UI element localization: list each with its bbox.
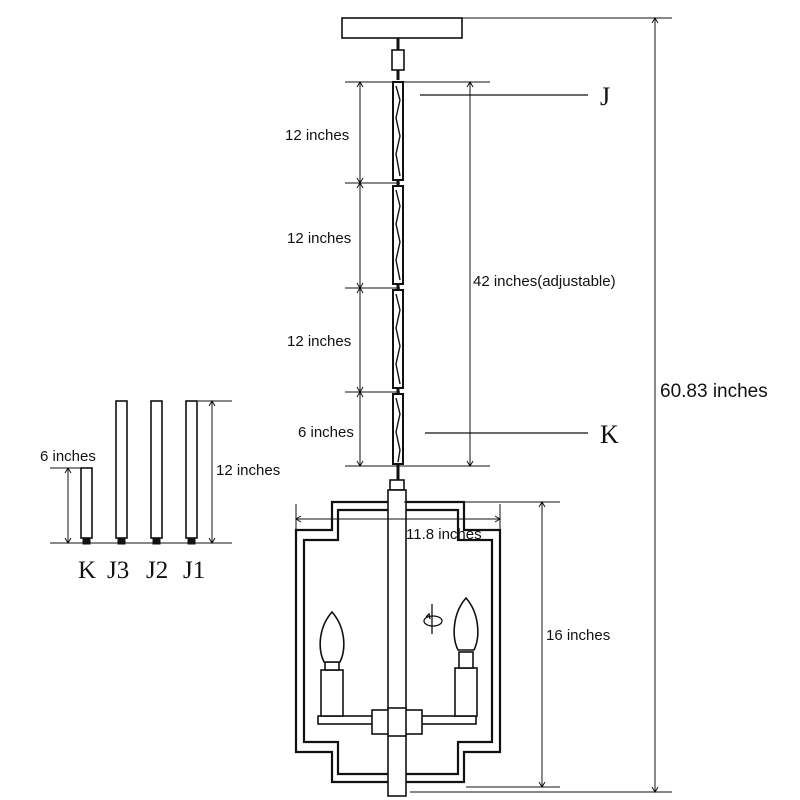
width-label: 11.8 inches (406, 526, 482, 543)
segment-3-label: 12 inches (287, 333, 351, 350)
rod-label-j2: J2 (146, 557, 168, 584)
rod-k (80, 467, 93, 545)
rod-short-dimension (64, 467, 72, 544)
overall-height-dimension (410, 17, 672, 793)
rod-label-j3: J3 (107, 557, 129, 584)
callout-k-letter: K (600, 420, 619, 449)
rod-label-j1: J1 (183, 557, 205, 584)
rotate-icon (423, 604, 443, 634)
width-dimension (295, 504, 501, 532)
ceiling-canopy (341, 17, 463, 39)
rod-j1 (185, 400, 198, 545)
chain (392, 70, 404, 480)
rod-long-label: 12 inches (216, 462, 280, 479)
overall-height-label: 60.83 inches (660, 381, 768, 402)
segment-1-label: 12 inches (285, 127, 349, 144)
segment-ticks (345, 81, 490, 467)
chain-length-label: 42 inches(adjustable) (473, 273, 616, 290)
candle-left (319, 610, 345, 717)
canopy-nut (391, 49, 405, 71)
rod-j3 (115, 400, 128, 545)
center-rod-top (389, 479, 405, 491)
rod-j2 (150, 400, 163, 545)
center-rod (387, 489, 407, 797)
center-rod-front (387, 707, 407, 737)
segment-dimension-lines (356, 81, 364, 467)
candle-right (453, 596, 479, 717)
body-height-label: 16 inches (546, 627, 610, 644)
rod-label-k: K (78, 557, 96, 584)
segment-4-label: 6 inches (298, 424, 354, 441)
callout-j-letter: J (600, 82, 610, 111)
chain-length-dimension (466, 81, 474, 467)
segment-2-label: 12 inches (287, 230, 351, 247)
body-height-dimension (404, 501, 560, 788)
rod-short-label: 6 inches (40, 448, 96, 465)
rod-long-dimension (208, 400, 216, 544)
